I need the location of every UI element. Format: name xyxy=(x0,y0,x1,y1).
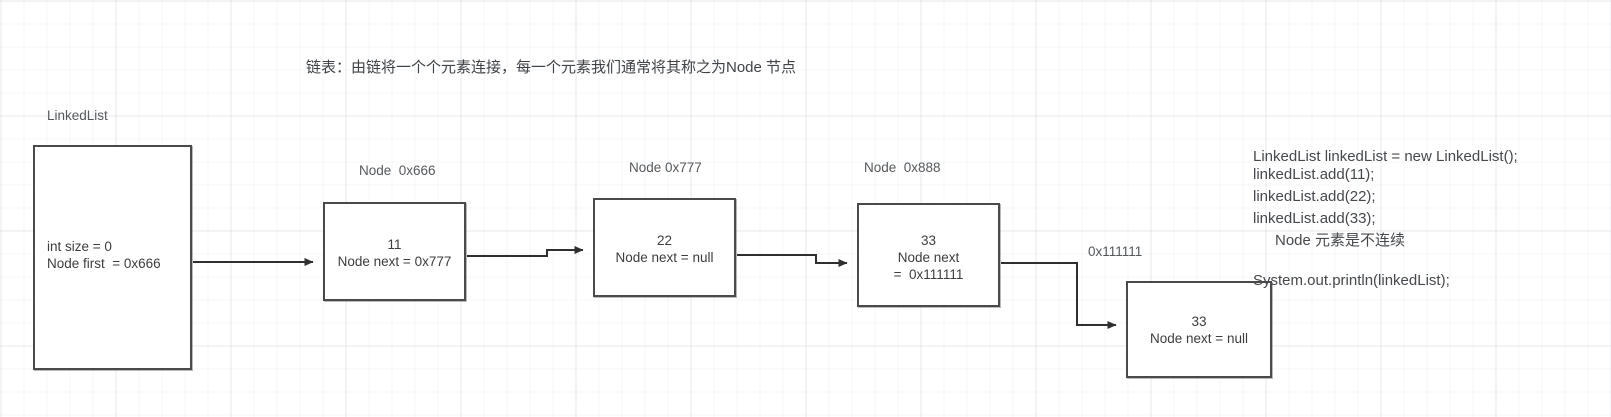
node-1-caption: Node 0x666 xyxy=(359,163,436,178)
node-2-caption: Node 0x777 xyxy=(629,160,702,175)
code-line-3: linkedList.add(22); xyxy=(1253,188,1376,205)
node-4-box[interactable]: 33 Node next = null xyxy=(1126,281,1272,378)
code-line-2: linkedList.add(11); xyxy=(1253,166,1375,183)
arrow-node1-to-node2 xyxy=(467,246,584,257)
linkedlist-caption: LinkedList xyxy=(47,108,108,123)
node-3-box[interactable]: 33 Node next = 0x111111 xyxy=(857,203,1000,307)
node-3-caption: Node 0x888 xyxy=(864,160,941,175)
node-3-next-line-1: Node next xyxy=(897,250,960,265)
node-2-value: 22 xyxy=(656,233,673,248)
linkedlist-box[interactable]: int size = 0 Node first = 0x666 xyxy=(33,145,192,370)
node-2-box[interactable]: 22 Node next = null xyxy=(593,198,736,297)
code-line-4: linkedList.add(33); xyxy=(1253,210,1376,227)
diagram-title: 链表：由链将一个个元素连接，每一个元素我们通常将其称之为Node 节点 xyxy=(306,59,797,76)
code-line-6: System.out.println(linkedList); xyxy=(1253,272,1450,289)
code-line-5: Node 元素是不连续 xyxy=(1275,232,1406,249)
code-line-1: LinkedList linkedList = new LinkedList()… xyxy=(1253,148,1518,165)
node-4-value: 33 xyxy=(1191,314,1207,329)
linkedlist-size-text: int size = 0 xyxy=(47,239,112,254)
node-1-box[interactable]: 11 Node next = 0x777 xyxy=(323,202,466,301)
arrow-node3-to-node4 xyxy=(1001,262,1117,329)
node-4-next: Node next = null xyxy=(1150,331,1248,346)
linkedlist-first-text: Node first = 0x666 xyxy=(47,256,161,271)
node-1-value: 11 xyxy=(387,237,402,252)
node-4-caption: 0x111111 xyxy=(1088,244,1143,259)
node-2-next: Node next = null xyxy=(615,250,714,265)
node-3-value: 33 xyxy=(920,233,937,248)
node-1-next: Node next = 0x777 xyxy=(337,254,452,269)
node-3-next-line-2: = 0x111111 xyxy=(893,267,964,282)
arrow-node2-to-node3 xyxy=(737,254,848,267)
